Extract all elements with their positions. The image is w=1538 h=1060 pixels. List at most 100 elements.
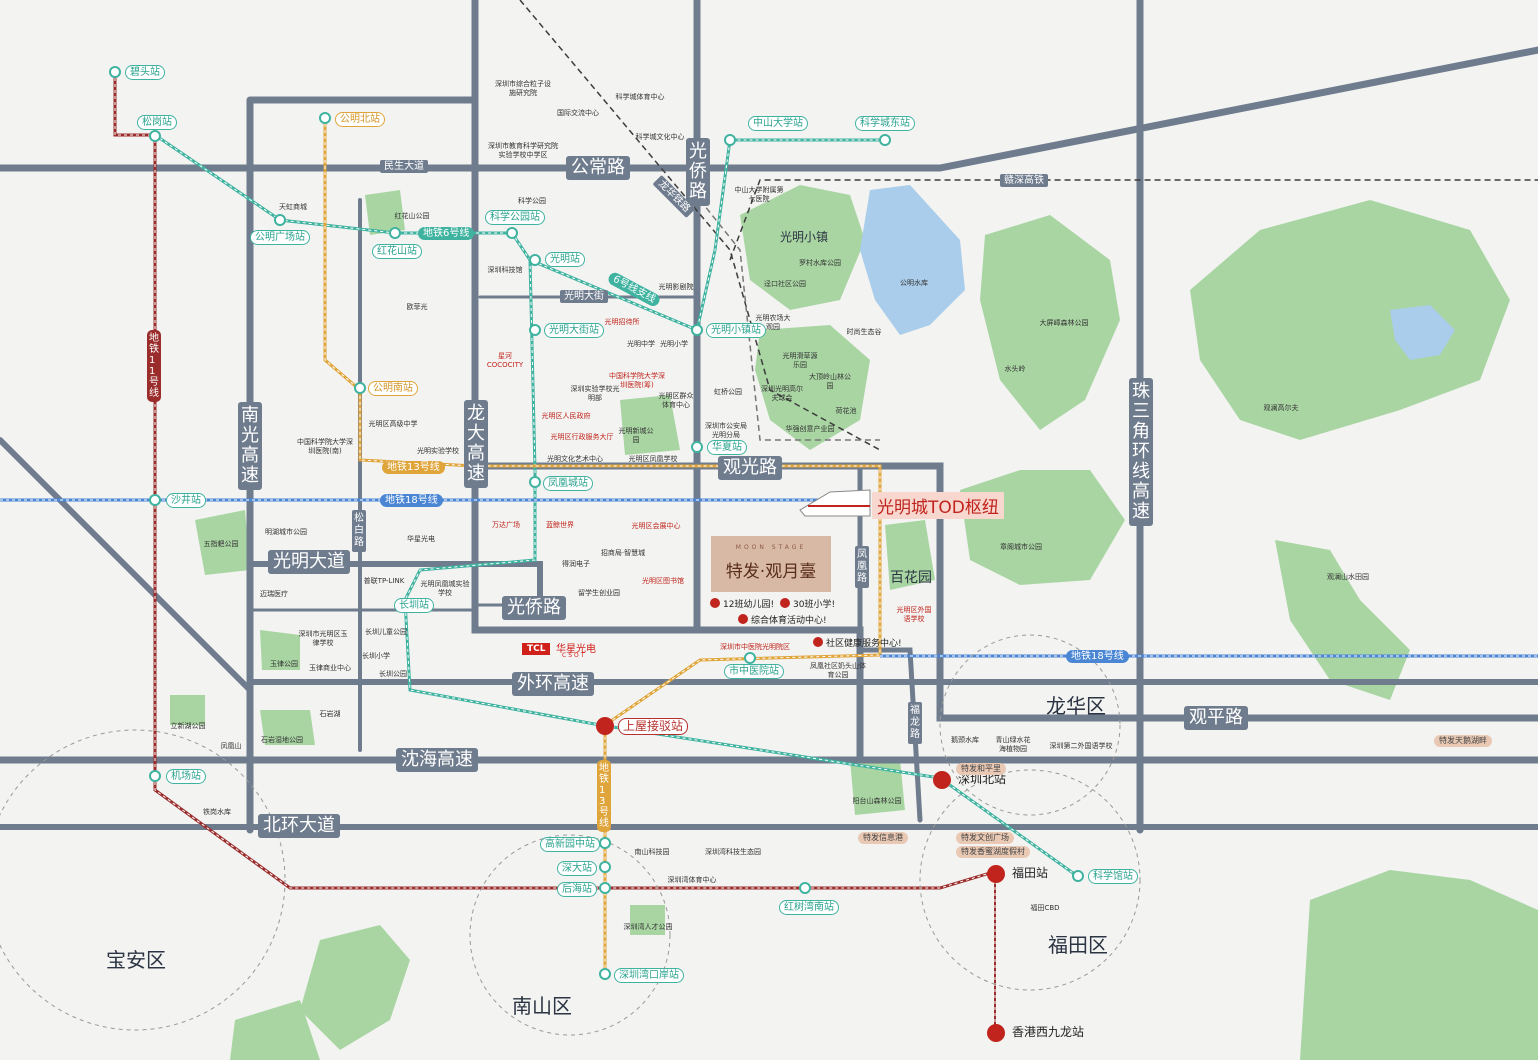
poi: 章阁城市公园 bbox=[1000, 543, 1042, 551]
poi: 铁岗水库 bbox=[203, 808, 231, 816]
district-futian: 福田区 bbox=[1048, 933, 1108, 957]
tod-hub-label[interactable]: 光明城TOD枢纽 bbox=[872, 492, 1004, 519]
poi: 光明区高级中学 bbox=[368, 420, 418, 428]
reservoir bbox=[860, 185, 965, 335]
station-shangwu[interactable]: 上屋接驳站 bbox=[618, 718, 689, 735]
poi: 深圳湾体育中心 bbox=[667, 876, 717, 884]
poi: 阳台山森林公园 bbox=[852, 797, 902, 805]
station-hongshuwan[interactable]: 红树湾南站 bbox=[779, 900, 839, 915]
station-jichang[interactable]: 机场站 bbox=[166, 769, 206, 784]
station-songgang[interactable]: 松岗站 bbox=[137, 115, 177, 130]
rail-ganshen: 赣深高铁 bbox=[1000, 174, 1048, 187]
poi: 光明区图书馆 bbox=[642, 577, 684, 585]
station-bitou[interactable]: 碧头站 bbox=[125, 65, 165, 80]
tag-wenchuang: 特发文创广场 bbox=[956, 832, 1014, 844]
poi: 大屏嶂森林公园 bbox=[1039, 319, 1089, 327]
poi: 深圳市综合粒子设施研究院 bbox=[495, 80, 551, 97]
road-mingsheng: 民生大道 bbox=[380, 160, 428, 173]
station-science-east[interactable]: 科学城东站 bbox=[855, 116, 915, 131]
poi: 长圳小学 bbox=[362, 652, 390, 660]
poi: 招商局·智慧城 bbox=[600, 549, 646, 557]
project-name: 特发·观月臺 bbox=[725, 562, 817, 582]
line13-vertical-tag: 地铁13号线 bbox=[597, 760, 611, 832]
station-kexueguan[interactable]: 科学馆站 bbox=[1088, 869, 1138, 884]
station-changzhen[interactable]: 长圳站 bbox=[394, 598, 434, 613]
station-guangming-street[interactable]: 光明大街站 bbox=[544, 323, 604, 338]
kindergarten-icon bbox=[710, 598, 720, 608]
poi: 光明小学 bbox=[660, 340, 688, 348]
tag-tianehu: 特发天鹅湖畔 bbox=[1434, 735, 1492, 747]
station-shenzhenwankou[interactable]: 深圳湾口岸站 bbox=[614, 968, 684, 983]
station-shizhongyiyuan[interactable]: 市中医院站 bbox=[724, 664, 784, 679]
station-shenda[interactable]: 深大站 bbox=[557, 861, 597, 876]
road-guangqiao-horizontal: 光侨路 bbox=[502, 596, 566, 620]
road-guangming-avenue: 光明大道 bbox=[268, 550, 350, 574]
poi: 光明区外国语学校 bbox=[896, 606, 932, 623]
poi: 深圳科技馆 bbox=[487, 266, 523, 274]
station-gongming-south[interactable]: 公明南站 bbox=[368, 381, 418, 396]
rail-hubs bbox=[596, 717, 1005, 1042]
poi: 得润电子 bbox=[562, 560, 590, 568]
feature-label: 社区健康服务中心! bbox=[826, 639, 902, 649]
poi: 观澜山水田园 bbox=[1327, 573, 1369, 581]
road-longda: 龙大高速 bbox=[464, 400, 488, 488]
road-fulong: 福龙路 bbox=[908, 702, 922, 744]
station-gongming-north[interactable]: 公明北站 bbox=[335, 112, 385, 127]
poi: 华强创意产业园 bbox=[785, 425, 835, 433]
area-guangming-town: 光明小镇 bbox=[780, 230, 829, 244]
poi: 留学生创业园 bbox=[578, 589, 620, 597]
station-fenghuangcheng[interactable]: 凤凰城站 bbox=[543, 476, 593, 491]
line13-tag: 地铁13号线 bbox=[382, 461, 445, 474]
feature-label: 12班幼儿园! bbox=[723, 600, 775, 610]
poi: 虹桥公园 bbox=[714, 388, 742, 396]
station-zhongshan-univ[interactable]: 中山大学站 bbox=[748, 116, 808, 131]
poi: 凤凰山 bbox=[220, 742, 242, 750]
road-shenhai: 沈海高速 bbox=[396, 748, 478, 772]
poi: 深圳湾人才公园 bbox=[623, 923, 673, 931]
road-nanguang: 南光高速 bbox=[238, 402, 262, 490]
project-english-name: MOON STAGE bbox=[735, 544, 807, 551]
station-guangming-town[interactable]: 光明小镇站 bbox=[706, 323, 766, 338]
project-card[interactable]: MOON STAGE 特发·观月臺 bbox=[711, 536, 831, 592]
station-guangming[interactable]: 光明站 bbox=[545, 252, 585, 267]
tag-hepingli: 特发和平里 bbox=[956, 763, 1006, 775]
poi: 罗村水库公园 bbox=[799, 259, 841, 267]
train-icon bbox=[799, 489, 871, 517]
line11-tag: 地铁11号线 bbox=[147, 330, 161, 402]
poi: 观澜高尔夫 bbox=[1263, 404, 1299, 412]
station-shenzhen-north[interactable]: 深圳北站 bbox=[958, 772, 1007, 786]
poi: 迈瑞医疗 bbox=[260, 590, 288, 598]
poi: 深圳光明高尔夫球会 bbox=[761, 385, 803, 402]
poi: 光明区会展中心 bbox=[631, 522, 681, 530]
station-futian[interactable]: 福田站 bbox=[1012, 866, 1049, 880]
road-guanguang: 观光路 bbox=[718, 456, 782, 480]
area-baihuayuan: 百花园 bbox=[890, 570, 932, 586]
station-houhai[interactable]: 后海站 bbox=[557, 882, 597, 897]
poi: 福田CBD bbox=[1030, 904, 1060, 912]
poi: 玉律公园 bbox=[270, 660, 298, 668]
poi: 华星光电 bbox=[407, 535, 435, 543]
station-honghuashan[interactable]: 红花山站 bbox=[372, 244, 422, 259]
poi: 红花山公园 bbox=[394, 212, 430, 220]
station-gaoxinyuan[interactable]: 高新园中站 bbox=[540, 837, 600, 852]
station-shajing[interactable]: 沙井站 bbox=[166, 493, 206, 508]
station-gongming-plaza[interactable]: 公明广场站 bbox=[250, 230, 310, 245]
poi: 普联TP-LINK bbox=[363, 577, 405, 585]
station-kexue-park[interactable]: 科学公园站 bbox=[485, 210, 545, 225]
line18-tag-west: 地铁18号线 bbox=[380, 494, 443, 507]
station-hk-west[interactable]: 香港西九龙站 bbox=[1012, 1025, 1085, 1039]
poi: 深圳市中医院光明院区 bbox=[720, 643, 790, 651]
tcl-en: CSOT bbox=[562, 652, 587, 659]
railways bbox=[519, 0, 1538, 451]
poi: 深圳第二外国语学校 bbox=[1049, 742, 1113, 750]
poi: 光明影剧院 bbox=[658, 283, 694, 291]
poi: 玉律商业中心 bbox=[309, 664, 351, 672]
district-longhua: 龙华区 bbox=[1046, 694, 1106, 718]
poi: 时尚生态谷 bbox=[846, 328, 882, 336]
poi: 光明凤凰城实验学校 bbox=[420, 580, 470, 597]
station-huaxia[interactable]: 华夏站 bbox=[707, 440, 747, 455]
road-songbai: 松白路 bbox=[352, 510, 366, 552]
health-icon bbox=[813, 637, 823, 647]
